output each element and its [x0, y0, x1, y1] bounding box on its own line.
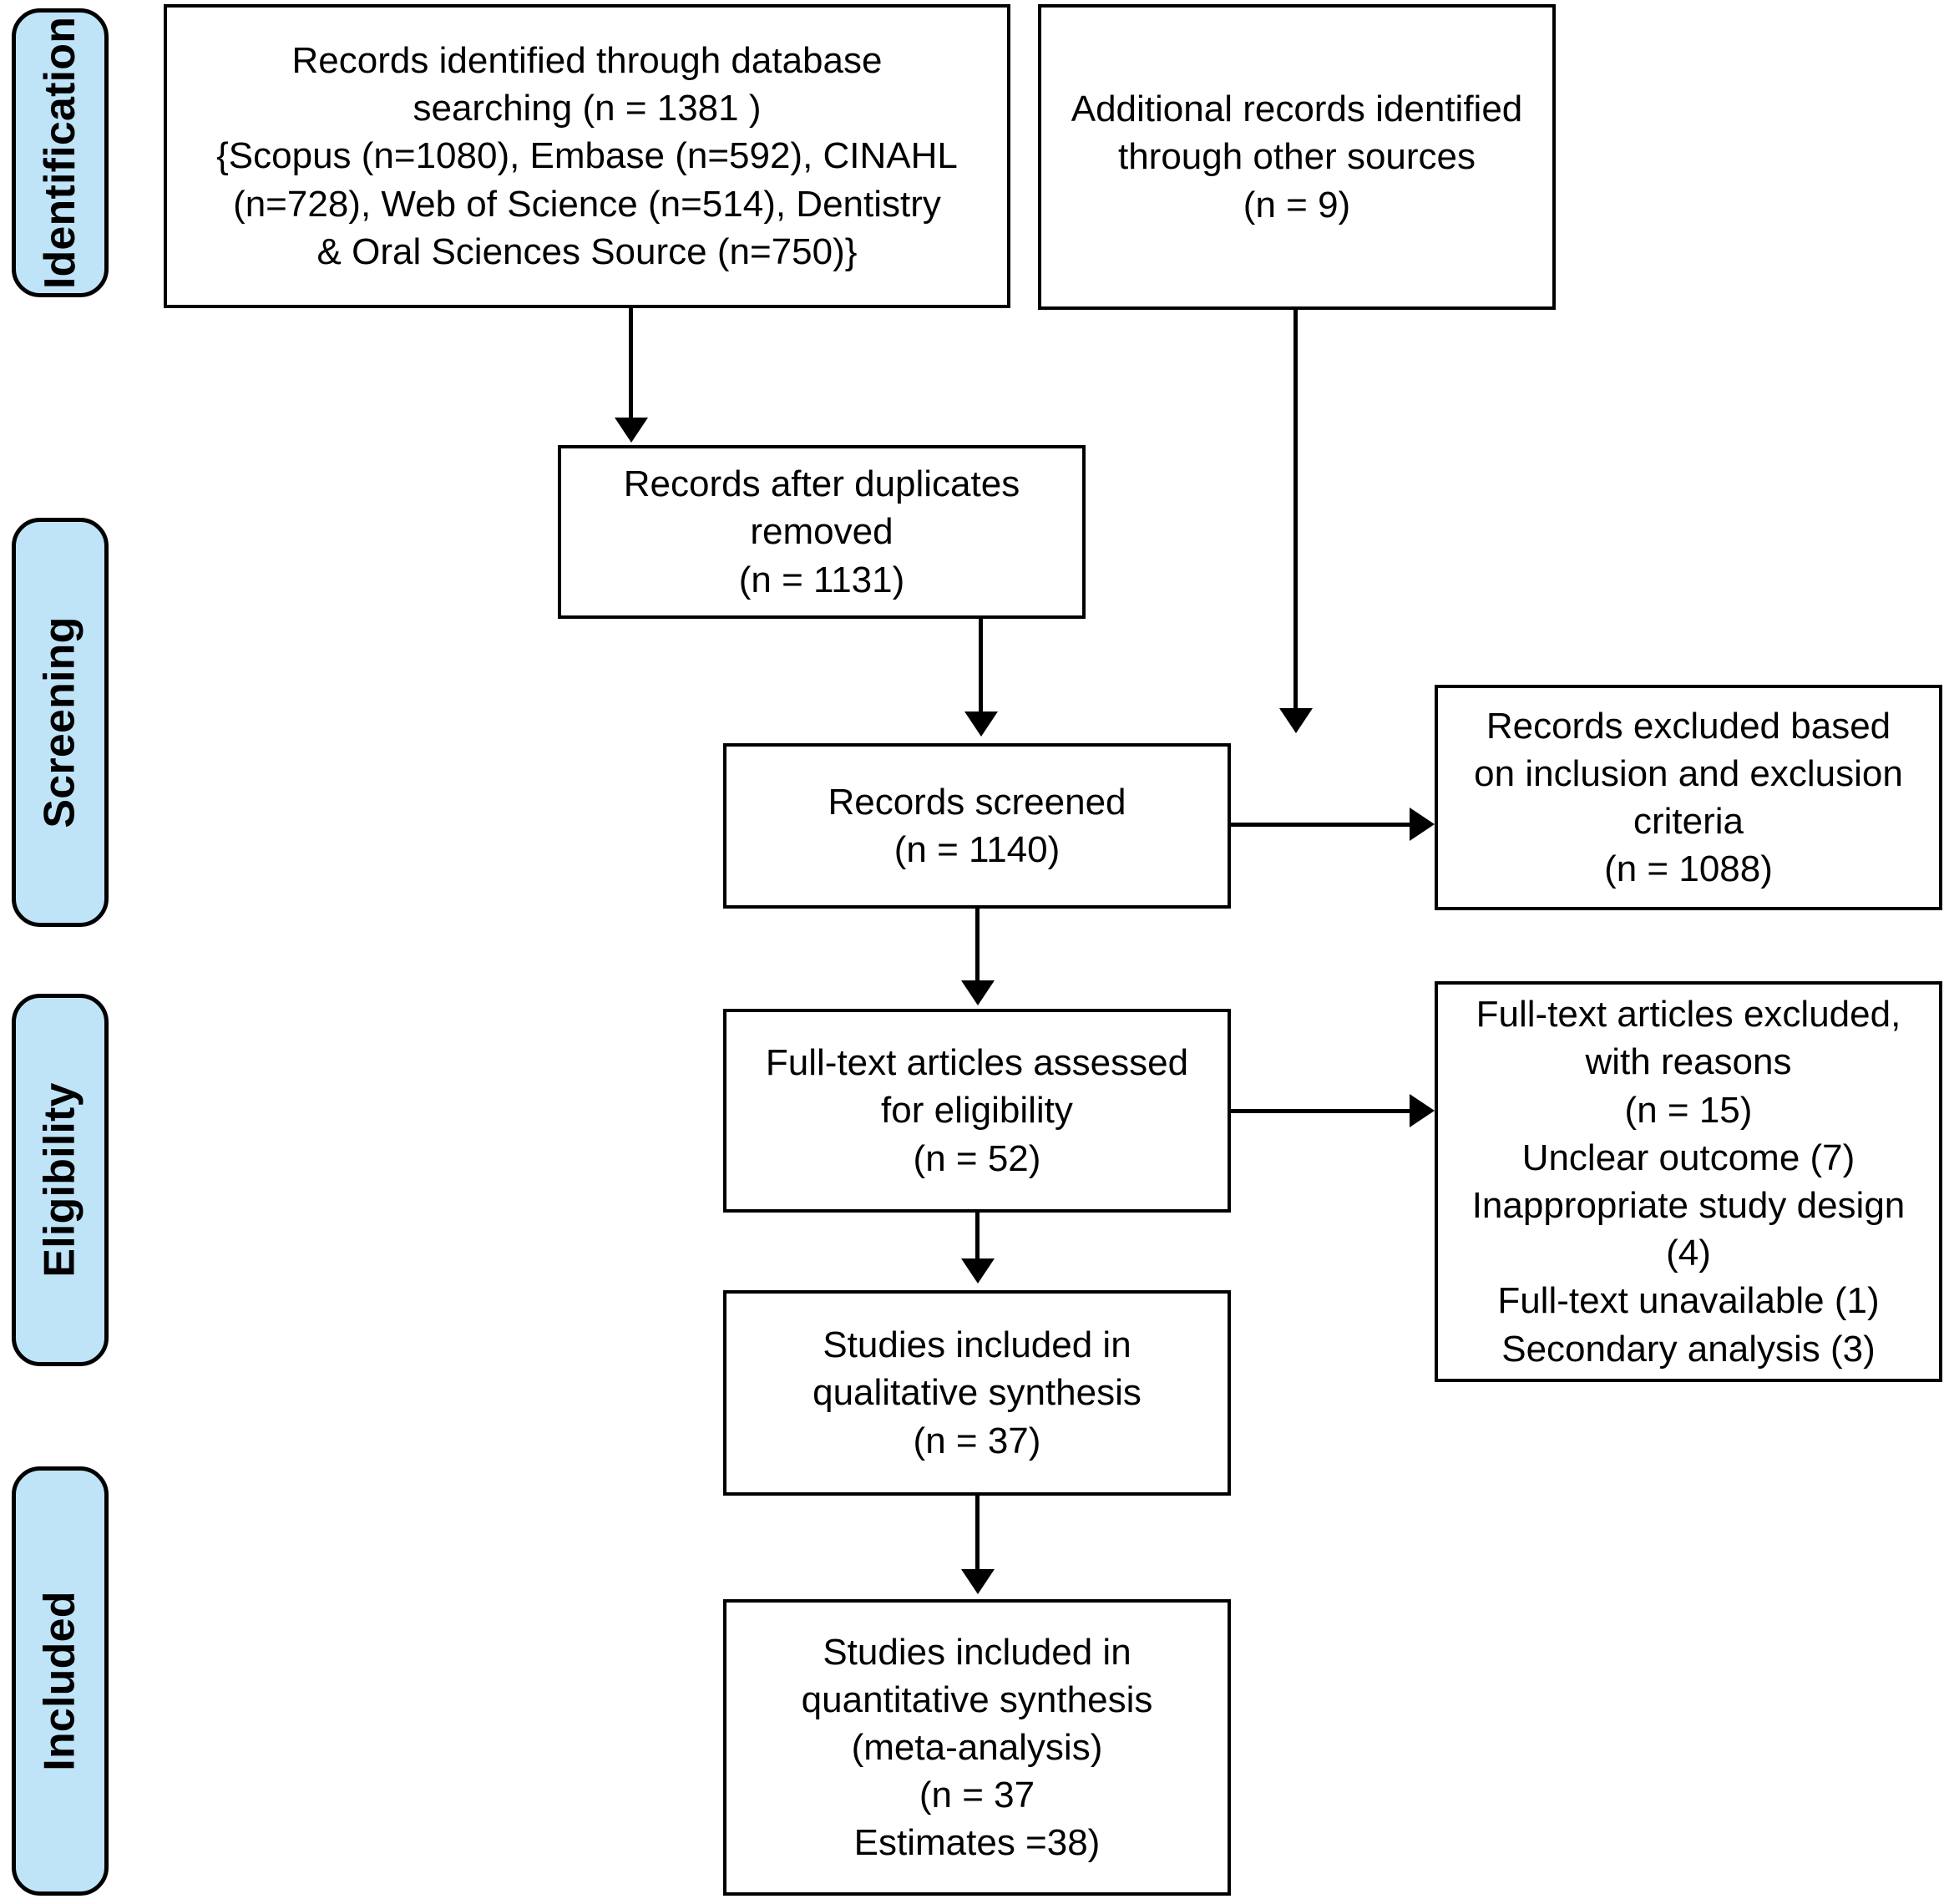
connector-database-search-to-duplicates [629, 308, 633, 421]
stage-screening: Screening [12, 518, 109, 927]
arrow-qualitative-to-quantitative [961, 1569, 995, 1594]
box-other-sources-text: Additional records identified through ot… [1071, 89, 1523, 225]
connector-qualitative-to-quantitative [975, 1496, 980, 1571]
box-records-excluded: Records excluded based on inclusion and … [1435, 685, 1942, 910]
connector-duplicates-to-records-screened [979, 619, 983, 715]
box-records-excluded-text: Records excluded based on inclusion and … [1474, 705, 1903, 890]
box-fulltext-excluded-with-reasons: Full-text articles excluded, with reason… [1435, 981, 1942, 1382]
connector-records-screened-to-excluded [1231, 823, 1413, 827]
arrow-records-screened-to-fulltext-assessed [961, 980, 995, 1005]
stage-eligibility-label: Eligibility [36, 1082, 84, 1278]
box-fulltext-excluded-text: Full-text articles excluded, with reason… [1471, 994, 1906, 1370]
box-qualitative-synthesis-text: Studies included in qualitative synthesi… [813, 1324, 1142, 1461]
arrow-duplicates-to-records-screened [964, 711, 998, 737]
stage-identification: Identification [12, 8, 109, 297]
box-records-screened: Records screened (n = 1140) [723, 743, 1231, 909]
box-records-after-duplicates-removed: Records after duplicates removed (n = 11… [558, 445, 1086, 619]
box-duplicates-removed-text: Records after duplicates removed (n = 11… [623, 463, 1020, 600]
stage-eligibility: Eligibility [12, 994, 109, 1366]
box-database-search-text: Records identified through database sear… [216, 40, 958, 272]
arrow-fulltext-assessed-to-qualitative [961, 1258, 995, 1284]
stage-included: Included [12, 1466, 109, 1896]
stage-included-label: Included [36, 1591, 85, 1771]
connector-records-screened-to-fulltext-assessed [975, 909, 980, 984]
stage-identification-label: Identification [36, 16, 85, 290]
box-quantitative-synthesis-text: Studies included in quantitative synthes… [801, 1631, 1153, 1864]
arrow-records-screened-to-excluded [1410, 808, 1435, 841]
box-studies-included-quantitative-synthesis: Studies included in quantitative synthes… [723, 1599, 1231, 1896]
box-records-screened-text: Records screened (n = 1140) [828, 781, 1126, 870]
arrow-database-search-to-duplicates [615, 418, 648, 443]
connector-other-sources-to-records-screened [1293, 310, 1298, 711]
stage-screening-label: Screening [36, 616, 84, 828]
connector-fulltext-assessed-to-qualitative [975, 1213, 980, 1260]
box-fulltext-assessed-text: Full-text articles assessed for eligibil… [765, 1042, 1189, 1179]
box-fulltext-assessed-for-eligibility: Full-text articles assessed for eligibil… [723, 1009, 1231, 1213]
box-studies-included-qualitative-synthesis: Studies included in qualitative synthesi… [723, 1290, 1231, 1496]
arrow-other-sources-to-records-screened [1279, 708, 1313, 733]
box-additional-records-other-sources: Additional records identified through ot… [1038, 4, 1556, 310]
connector-fulltext-assessed-to-excluded [1231, 1109, 1413, 1113]
arrow-fulltext-assessed-to-excluded [1410, 1094, 1435, 1127]
box-records-identified-database-searching: Records identified through database sear… [164, 4, 1010, 308]
